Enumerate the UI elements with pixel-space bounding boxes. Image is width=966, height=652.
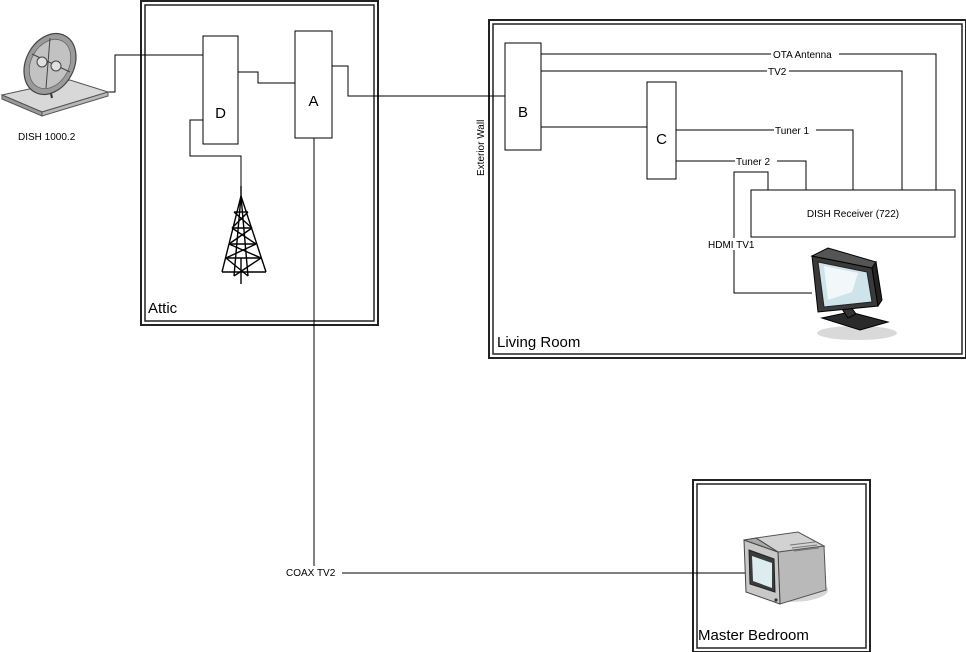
master-bedroom-label: Master Bedroom [698, 627, 809, 644]
satellite-dish-icon [0, 32, 110, 117]
ota-antenna-label: OTA Antenna [773, 50, 832, 61]
splitter-b: B [504, 42, 542, 151]
attic-room: Attic [140, 0, 379, 326]
tuner1-label: Tuner 1 [775, 126, 810, 137]
antenna-tower-icon [221, 186, 267, 284]
dish-receiver: DISH Receiver (722) [750, 189, 956, 238]
splitter-d: D [202, 35, 239, 145]
splitter-b-label: B [518, 104, 528, 121]
tv2-label: TV2 [768, 67, 787, 78]
living-room-label: Living Room [497, 334, 580, 351]
dish-receiver-label: DISH Receiver (722) [807, 209, 899, 220]
dish-model-label: DISH 1000.2 [18, 132, 76, 143]
hdmi-tv1-label: HDMI TV1 [708, 240, 755, 251]
splitter-a-label: A [308, 93, 318, 110]
crt-television-icon [743, 531, 828, 605]
master-bedroom-room: Master Bedroom [692, 479, 871, 652]
coax-tv2-label: COAX TV2 [286, 568, 336, 579]
splitter-c: C [646, 81, 677, 180]
living-room: Living Room [488, 19, 966, 359]
tuner2-label: Tuner 2 [736, 157, 771, 168]
splitter-a: A [294, 30, 333, 139]
crt-monitor-icon [810, 247, 897, 340]
splitter-d-label: D [215, 105, 226, 122]
exterior-wall-label: Exterior Wall [476, 120, 487, 176]
attic-label: Attic [148, 300, 178, 317]
splitter-c-label: C [656, 131, 667, 148]
